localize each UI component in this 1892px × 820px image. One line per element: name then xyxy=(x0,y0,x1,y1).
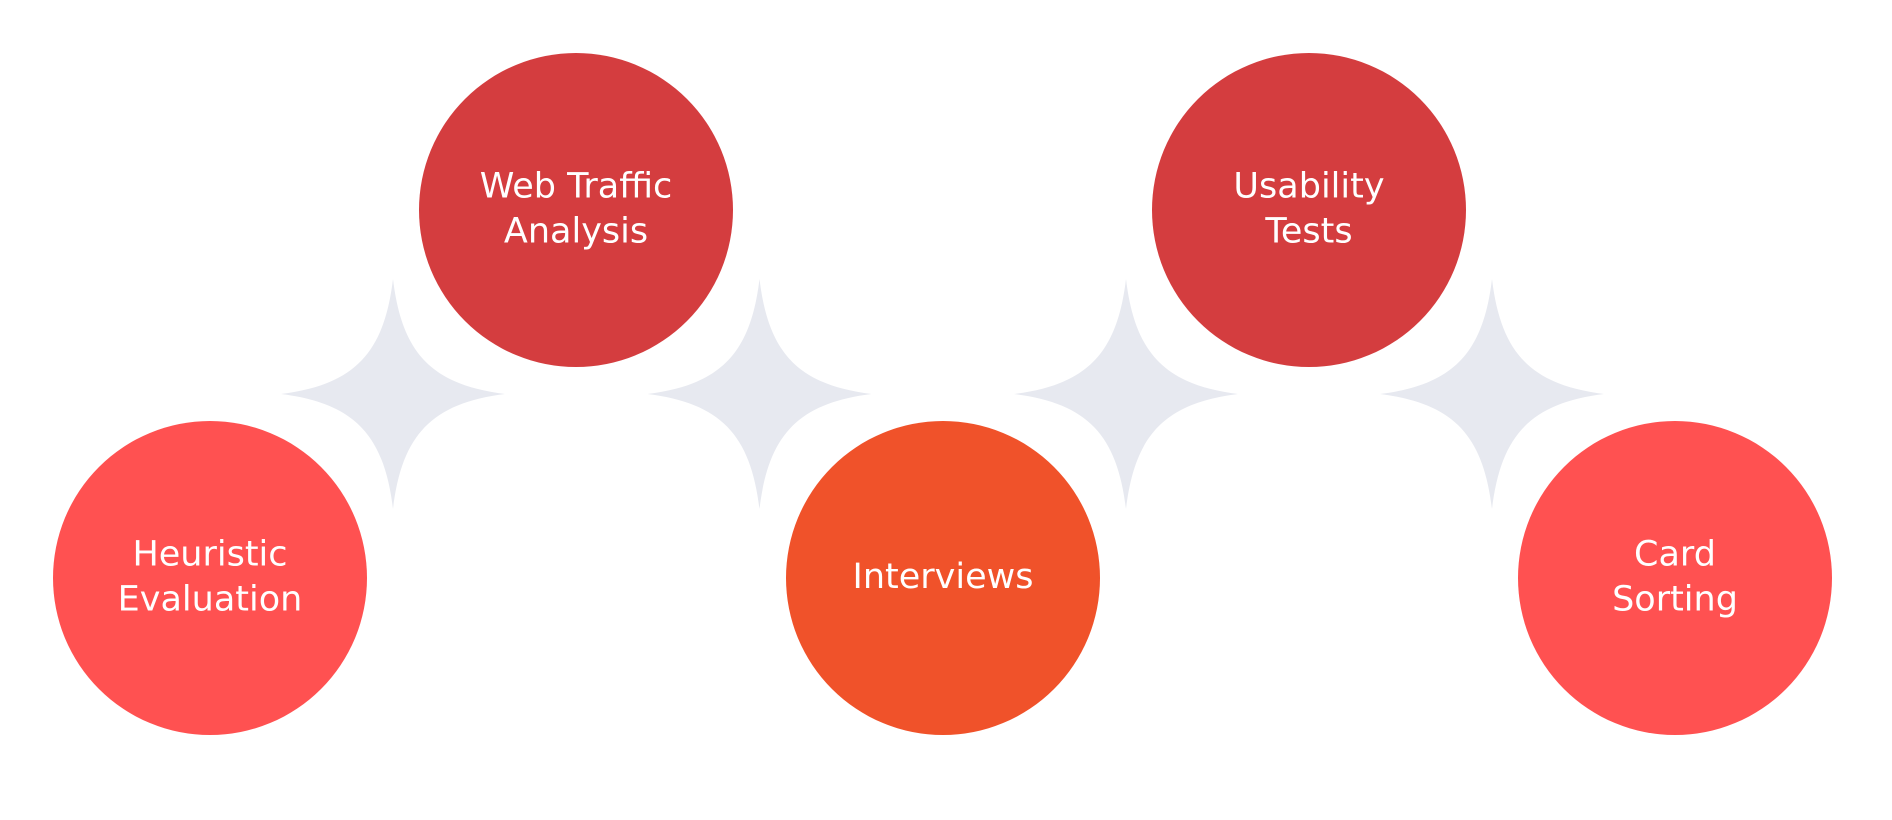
node-circle xyxy=(53,421,367,735)
node-label-line: Analysis xyxy=(504,212,648,252)
node-interviews: Interviews xyxy=(776,411,1110,745)
node-label-line: Evaluation xyxy=(118,580,303,620)
node-label-line: Usability xyxy=(1233,167,1384,207)
node-label-line: Interviews xyxy=(853,557,1034,597)
node-circle xyxy=(419,53,733,367)
node-label-line: Heuristic xyxy=(132,535,287,575)
node-circle xyxy=(1152,53,1466,367)
node-label-line: Web Traffic xyxy=(480,167,673,207)
node-label-line: Tests xyxy=(1264,212,1352,252)
connector-3 xyxy=(1014,279,1238,509)
node-label-line: Card xyxy=(1634,535,1716,575)
connector-2 xyxy=(647,279,872,509)
connector-4 xyxy=(1380,279,1604,509)
node-label-line: Sorting xyxy=(1612,580,1738,620)
node-circle xyxy=(786,421,1100,735)
connectors-layer xyxy=(281,279,1604,509)
node-circle xyxy=(1518,421,1832,735)
connector-1 xyxy=(281,279,505,509)
